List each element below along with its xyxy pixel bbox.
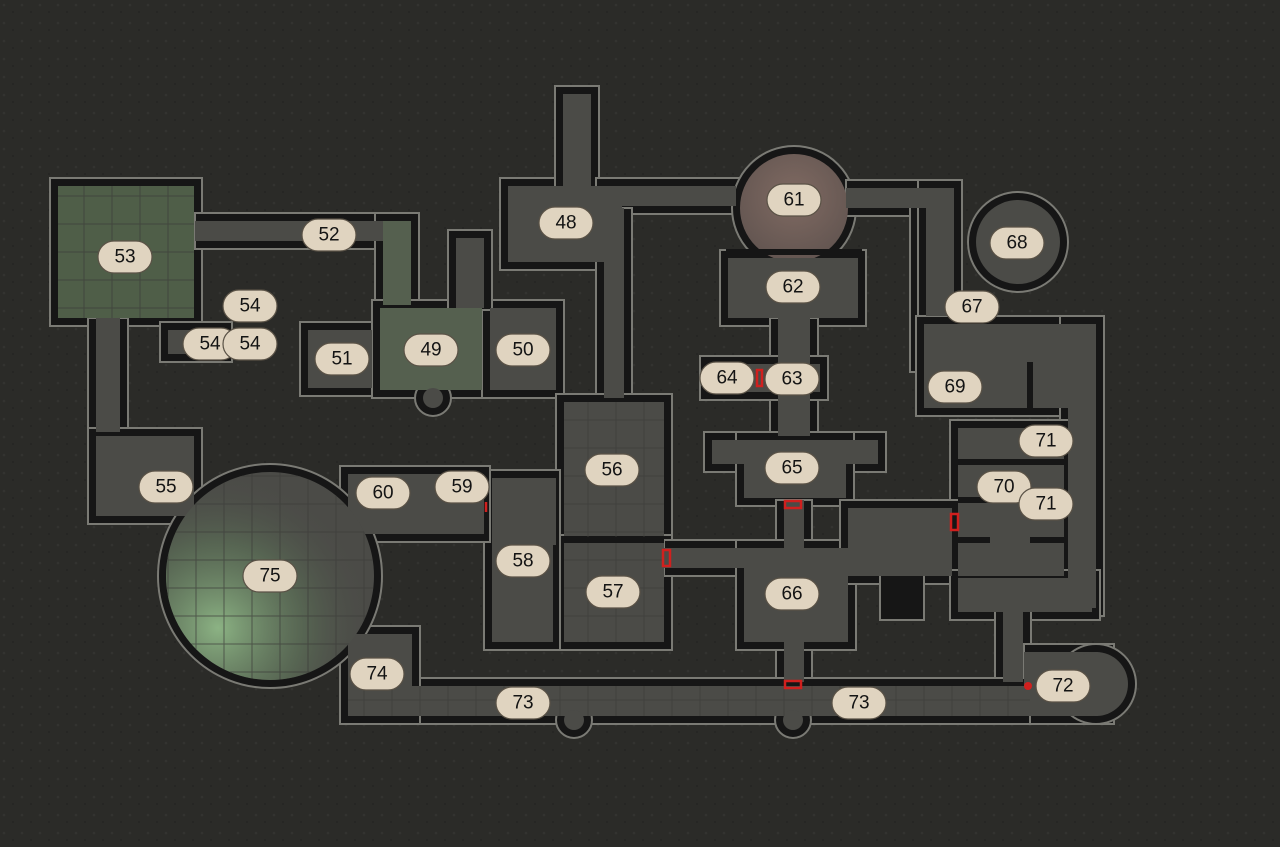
room-label-66[interactable]: 66 xyxy=(764,577,820,611)
room-label-54-c[interactable]: 54 xyxy=(222,327,278,361)
room-label-69[interactable]: 69 xyxy=(927,370,983,404)
room-number: 57 xyxy=(602,582,623,603)
room-number: 53 xyxy=(114,247,135,268)
room-number: 51 xyxy=(331,349,352,370)
room-label-65[interactable]: 65 xyxy=(764,451,820,485)
room-label-75[interactable]: 75 xyxy=(242,559,298,593)
room-number: 67 xyxy=(961,297,982,318)
room-label-73-b[interactable]: 73 xyxy=(831,686,887,720)
secret-doors xyxy=(484,368,1032,690)
room-number: 54 xyxy=(239,334,261,355)
room-number: 68 xyxy=(1006,233,1027,254)
room-number: 73 xyxy=(512,693,533,714)
room-number: 70 xyxy=(993,477,1014,498)
room-number: 54 xyxy=(199,334,221,355)
room-label-53[interactable]: 53 xyxy=(97,240,153,274)
secret-door-icon xyxy=(661,548,672,568)
secret-door-icon xyxy=(1024,682,1032,690)
secret-door-icon xyxy=(949,512,960,532)
room-label-60[interactable]: 60 xyxy=(355,476,411,510)
room-number: 60 xyxy=(372,483,393,504)
room-label-63[interactable]: 63 xyxy=(764,362,820,396)
room-number: 50 xyxy=(512,340,533,361)
room-number: 69 xyxy=(944,377,965,398)
room-number: 62 xyxy=(782,277,803,298)
room-number: 75 xyxy=(259,566,280,587)
room-number: 72 xyxy=(1052,676,1073,697)
room-number: 64 xyxy=(716,368,738,389)
room-label-57[interactable]: 57 xyxy=(585,575,641,609)
room-number: 66 xyxy=(781,584,802,605)
room-label-61[interactable]: 61 xyxy=(766,183,822,217)
room-label-62[interactable]: 62 xyxy=(765,270,821,304)
room-label-72[interactable]: 72 xyxy=(1035,669,1091,703)
room-labels: 48 49 50 51 52 53 54 54 54 55 56 57 58 5… xyxy=(97,183,1091,720)
room-label-54-b[interactable]: 54 xyxy=(182,327,238,361)
room-label-55[interactable]: 55 xyxy=(138,470,194,504)
room-number: 73 xyxy=(848,693,869,714)
room-number: 71 xyxy=(1035,431,1056,452)
room-label-50[interactable]: 50 xyxy=(495,333,551,367)
room-label-59[interactable]: 59 xyxy=(434,470,490,504)
room-label-56[interactable]: 56 xyxy=(584,453,640,487)
room-label-52[interactable]: 52 xyxy=(301,218,357,252)
room-label-48[interactable]: 48 xyxy=(538,206,594,240)
room-label-73-a[interactable]: 73 xyxy=(495,686,551,720)
room-number: 65 xyxy=(781,458,802,479)
room-label-67[interactable]: 67 xyxy=(944,290,1000,324)
tile-grid xyxy=(58,186,1030,716)
room-label-58[interactable]: 58 xyxy=(495,544,551,578)
room-number: 61 xyxy=(783,190,804,211)
secret-door-icon xyxy=(783,679,803,690)
room-number: 56 xyxy=(601,460,622,481)
room-number: 55 xyxy=(155,477,176,498)
room-label-51[interactable]: 51 xyxy=(314,342,370,376)
secret-door-icon xyxy=(755,368,764,388)
room-label-71-a[interactable]: 71 xyxy=(1018,424,1074,458)
room-number: 48 xyxy=(555,213,576,234)
room-label-71-b[interactable]: 71 xyxy=(1018,487,1074,521)
room-number: 74 xyxy=(366,664,388,685)
room-number: 58 xyxy=(512,551,533,572)
room-number: 59 xyxy=(451,477,472,498)
room-number: 63 xyxy=(781,369,802,390)
room-number: 54 xyxy=(239,296,261,317)
room-label-70[interactable]: 70 xyxy=(976,470,1032,504)
room-number: 49 xyxy=(420,340,441,361)
room-label-74[interactable]: 74 xyxy=(349,657,405,691)
room-label-54-a[interactable]: 54 xyxy=(222,289,278,323)
room-label-64[interactable]: 64 xyxy=(699,361,755,395)
room-label-49[interactable]: 49 xyxy=(403,333,459,367)
room-label-68[interactable]: 68 xyxy=(989,226,1045,260)
secret-door-icon xyxy=(783,499,803,510)
room-number: 52 xyxy=(318,225,339,246)
room-number: 71 xyxy=(1035,494,1056,515)
